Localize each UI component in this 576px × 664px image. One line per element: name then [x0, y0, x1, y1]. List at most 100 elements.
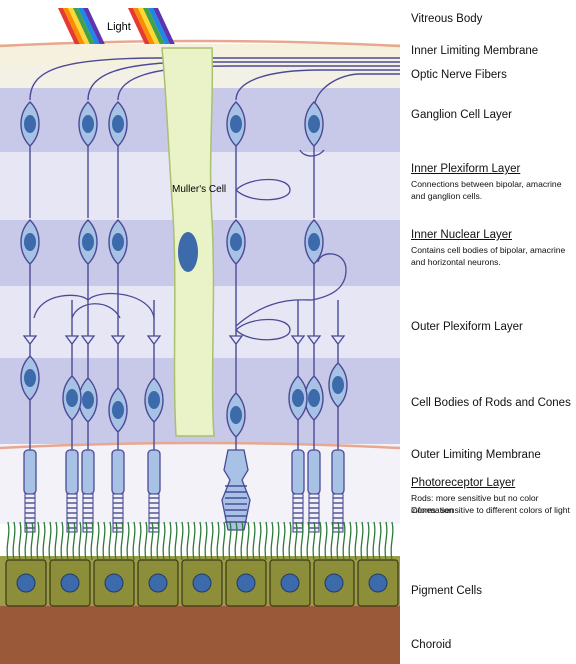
label-inner-plexiform-layer: Inner Plexiform Layer: [411, 162, 520, 176]
pigment-cilium: [103, 522, 105, 560]
pigment-cell-nucleus: [237, 574, 255, 592]
pigment-cilium: [61, 522, 63, 560]
pigment-cilium: [199, 522, 201, 560]
bipolar-cell-nucleus: [230, 233, 242, 251]
label-pigment-cells: Pigment Cells: [411, 584, 482, 598]
pigment-cilium: [349, 522, 351, 560]
bipolar-cell-nucleus: [308, 233, 320, 251]
desc-inner-nuclear-layer: Contains cell bodies of bipolar, amacrin…: [411, 244, 571, 268]
pigment-cilium: [19, 522, 21, 560]
pigment-cilium: [223, 522, 225, 560]
pigment-cilium: [247, 522, 249, 560]
pigment-cilium: [97, 522, 99, 560]
label-vitreous-body: Vitreous Body: [411, 12, 482, 26]
pigment-cilium: [43, 522, 45, 560]
pigment-cilium: [139, 522, 141, 560]
rod-inner-segment: [308, 450, 320, 494]
label-inner-limiting-membrane: Inner Limiting Membrane: [411, 44, 538, 58]
pigment-cilium: [253, 522, 255, 560]
rod-inner-segment: [292, 450, 304, 494]
pigment-cilium: [205, 522, 207, 560]
pigment-cilium: [259, 522, 261, 560]
rod-inner-segment: [332, 450, 344, 494]
pigment-cells: [6, 560, 398, 606]
pigment-cilium: [271, 522, 273, 560]
rod-inner-segment: [24, 450, 36, 494]
rod-inner-segment: [82, 450, 94, 494]
receptor-cell-body-nucleus: [148, 391, 160, 409]
pigment-cell-nucleus: [369, 574, 387, 592]
pigment-cilium: [211, 522, 213, 560]
label-inner-nuclear-layer: Inner Nuclear Layer: [411, 228, 512, 242]
pigment-cilium: [169, 522, 171, 560]
pigment-cilium: [163, 522, 165, 560]
pigment-cell-nucleus: [193, 574, 211, 592]
muller-cell-annotation: Muller's Cell: [172, 184, 226, 195]
pigment-cilium: [133, 522, 135, 560]
pigment-cilium: [379, 522, 381, 560]
pigment-cilium: [13, 522, 15, 560]
rod-inner-segment: [148, 450, 160, 494]
pigment-cell-nucleus: [105, 574, 123, 592]
pigment-cilium: [55, 522, 57, 560]
label-optic-nerve-fibers: Optic Nerve Fibers: [411, 68, 507, 82]
pigment-cilium: [79, 522, 81, 560]
desc-inner-plexiform-layer: Connections between bipolar, amacrine an…: [411, 178, 571, 202]
pigment-cilium: [7, 522, 9, 560]
pigment-cilium: [175, 522, 177, 560]
receptor-cell-body-nucleus: [82, 391, 94, 409]
pigment-cilium: [355, 522, 357, 560]
bipolar-cell-nucleus: [112, 233, 124, 251]
ganglion-cell-nucleus: [112, 115, 124, 133]
receptor-cell-body-nucleus: [66, 389, 78, 407]
rod-inner-segment: [66, 450, 78, 494]
pigment-cilium: [367, 522, 369, 560]
bipolar-cell-nucleus: [24, 233, 36, 251]
pigment-cilium: [277, 522, 279, 560]
receptor-cell-body-nucleus: [112, 401, 124, 419]
label-outer-plexiform-layer: Outer Plexiform Layer: [411, 320, 523, 334]
pigment-cell-nucleus: [17, 574, 35, 592]
pigment-cilium: [325, 522, 327, 560]
pigment-cilium: [265, 522, 267, 560]
desc-photoreceptor-cones: Cones: sensitive to different colors of …: [411, 504, 570, 516]
receptor-cell-body-nucleus: [230, 406, 242, 424]
pigment-cilium: [127, 522, 129, 560]
pigment-cell-nucleus: [281, 574, 299, 592]
pigment-cilium: [283, 522, 285, 560]
pigment-cilium: [37, 522, 39, 560]
pigment-cilium: [181, 522, 183, 560]
light-annotation: Light: [107, 21, 131, 33]
label-cell-bodies-rods-cones: Cell Bodies of Rods and Cones: [411, 396, 571, 410]
pigment-cilium: [187, 522, 189, 560]
pigment-cilium: [109, 522, 111, 560]
rod-inner-segment: [112, 450, 124, 494]
pigment-cilium: [385, 522, 387, 560]
receptor-cell-body-nucleus: [292, 389, 304, 407]
bipolar-cell-nucleus: [82, 233, 94, 251]
pigment-cell-nucleus: [61, 574, 79, 592]
ganglion-cell-nucleus: [230, 115, 242, 133]
pigment-cilium: [145, 522, 147, 560]
pigment-cilium: [307, 522, 309, 560]
pigment-cilium: [361, 522, 363, 560]
label-photoreceptor-layer: Photoreceptor Layer: [411, 476, 515, 490]
ganglion-cell-nucleus: [308, 115, 320, 133]
label-choroid: Choroid: [411, 638, 451, 652]
ganglion-cell-nucleus: [24, 115, 36, 133]
cone-outer-segment: [222, 450, 250, 530]
receptor-cell-body-nucleus: [308, 389, 320, 407]
pigment-cilium: [289, 522, 291, 560]
label-ganglion-cell-layer: Ganglion Cell Layer: [411, 108, 512, 122]
pigment-cilium: [193, 522, 195, 560]
pigment-cilium: [49, 522, 51, 560]
pigment-cell-nucleus: [149, 574, 167, 592]
pigment-cilium: [391, 522, 393, 560]
pigment-cilium: [331, 522, 333, 560]
pigment-cilium: [373, 522, 375, 560]
muller-nucleus: [178, 232, 198, 272]
receptor-cell-body-nucleus: [24, 369, 36, 387]
receptor-cell-body-nucleus: [332, 376, 344, 394]
pigment-cell-nucleus: [325, 574, 343, 592]
